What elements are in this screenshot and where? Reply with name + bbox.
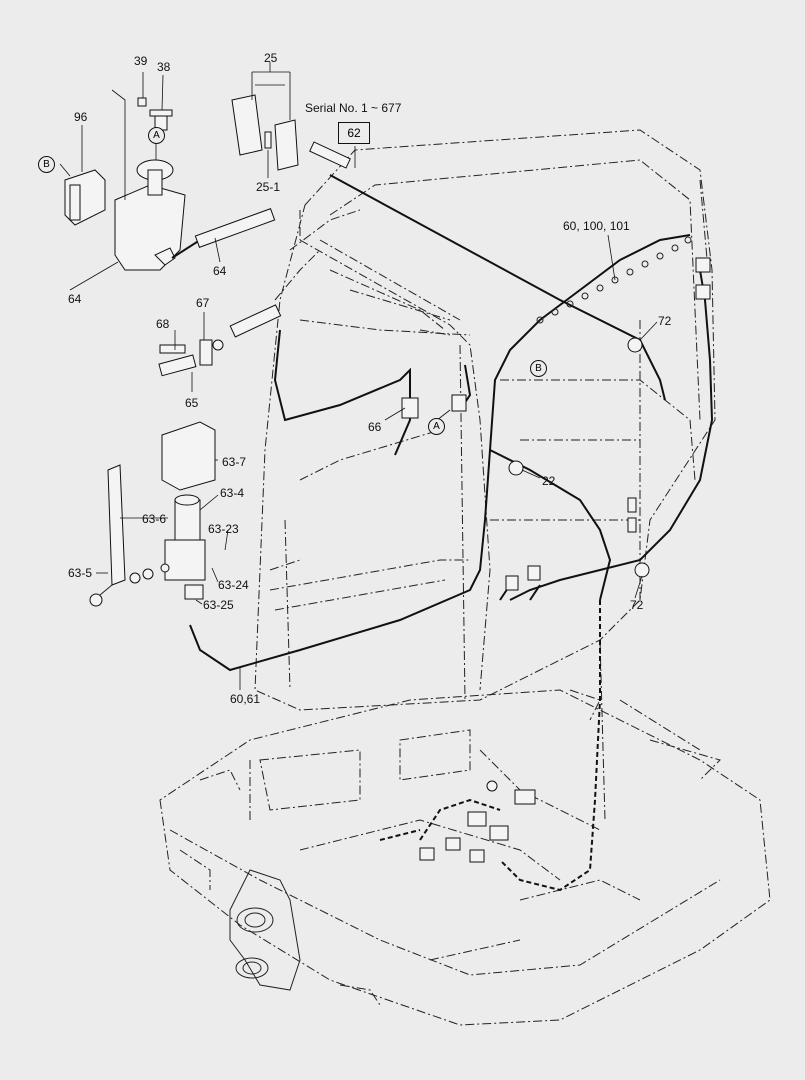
connector-lower-2 [527, 565, 541, 581]
washer-hose-segment [194, 208, 276, 248]
callout-63-4: 63-4 [220, 486, 245, 500]
wiper-motor [164, 494, 206, 600]
grommet-72-bottom [634, 562, 650, 578]
callout-63-6: 63-6 [142, 512, 167, 526]
leader-lines [59, 62, 658, 690]
nozzle-assembly [158, 339, 224, 377]
callout-64-hose: 64 [213, 264, 227, 278]
reference-mark-a-mid: A [428, 418, 445, 435]
hose-66 [273, 329, 411, 456]
grommet-22 [508, 460, 524, 476]
callout-39: 39 [134, 54, 148, 68]
callout-22: 22 [542, 474, 556, 488]
callout-60-61: 60,61 [230, 692, 261, 706]
callout-60-100-101: 60, 100, 101 [563, 219, 630, 233]
callout-65: 65 [185, 396, 199, 410]
wiper-motor-cover [161, 421, 216, 491]
callout-64-tank: 64 [68, 292, 82, 306]
callout-25: 25 [264, 51, 278, 65]
callout-63-25: 63-25 [203, 598, 234, 612]
floor-components [419, 780, 536, 863]
callout-68: 68 [156, 317, 170, 331]
wiper-arm [89, 464, 170, 607]
harness-loops [536, 236, 692, 324]
reference-mark-a-top: A [148, 127, 165, 144]
callout-67: 67 [196, 296, 210, 310]
connector-right-1 [695, 257, 711, 273]
callout-66: 66 [368, 420, 382, 434]
connector-lower-1 [505, 575, 519, 591]
swing-bracket [229, 869, 301, 991]
base-frame [159, 689, 771, 1026]
callout-63-24: 63-24 [218, 578, 249, 592]
reference-mark-b-right: B [530, 360, 547, 377]
bolts-39-38 [137, 97, 173, 131]
connector-right-2 [695, 284, 711, 300]
serial-number-note: Serial No. 1 ~ 677 [305, 101, 402, 115]
callout-96: 96 [74, 110, 88, 124]
callout-63-7: 63-7 [222, 455, 247, 469]
cab-frame [254, 129, 716, 821]
callout-72-bottom: 72 [630, 598, 644, 612]
cab-light [231, 94, 351, 171]
washer-tank [114, 159, 186, 271]
callout-63-5: 63-5 [68, 566, 93, 580]
callout-38: 38 [157, 60, 171, 74]
reference-mark-b-left: B [38, 156, 55, 173]
grommet-72-top [627, 337, 643, 353]
connector-mid [451, 394, 467, 412]
callout-63-23: 63-23 [208, 522, 239, 536]
hose-67 [229, 304, 282, 338]
hose-clamp-66 [401, 397, 419, 419]
part-62-box: 62 [338, 122, 370, 144]
callout-72-top: 72 [658, 314, 672, 328]
callout-25-1: 25-1 [256, 180, 281, 194]
connector-inline-1 [627, 497, 637, 513]
connector-inline-2 [627, 517, 637, 533]
tank-bracket [64, 169, 106, 226]
